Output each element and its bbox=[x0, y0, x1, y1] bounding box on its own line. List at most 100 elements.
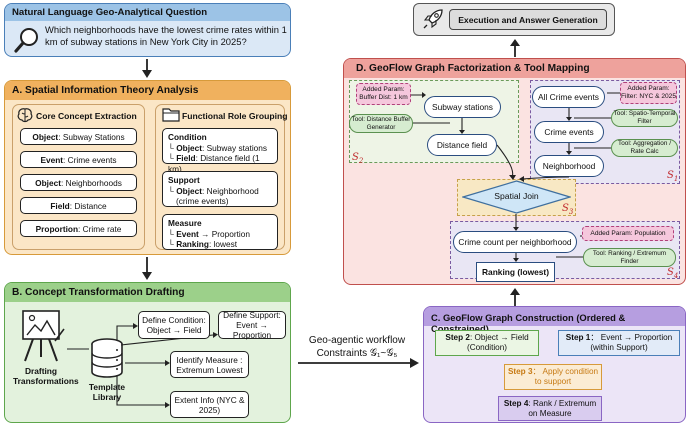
core-field-distance: Field: Distance bbox=[20, 197, 137, 214]
measure-key-2: Ranking bbox=[176, 239, 209, 249]
ranking-label: Ranking (lowest) bbox=[481, 267, 549, 277]
support-line-1: └ Object: Neighborhood bbox=[168, 186, 272, 197]
s1-label: S1 bbox=[667, 170, 678, 183]
folder-icon bbox=[162, 106, 180, 122]
branch-glyph: └ bbox=[168, 185, 174, 196]
step-3-value: ： Apply condition bbox=[532, 367, 599, 376]
panel-b-title: B. Concept Transformation Drafting bbox=[5, 283, 290, 302]
s4-tool-box: Tool: Ranking / Extremum Finder bbox=[583, 248, 676, 267]
condition-line-1: └ Object: Subway stations bbox=[168, 143, 272, 154]
s1-subscript: 1 bbox=[673, 175, 679, 183]
panel-d: D. GeoFlow Graph Factorization & Tool Ma… bbox=[343, 58, 686, 285]
core-value: : Subway Stations bbox=[58, 131, 125, 142]
core-object-neighborhoods: Object: Neighborhoods bbox=[20, 174, 137, 191]
step-2-box: Step 2: Object → Field (Condition) bbox=[435, 330, 539, 356]
condition-value-1: : Subway stations bbox=[202, 142, 268, 153]
panel-a-title: A. Spatial Information Theory Analysis bbox=[5, 81, 290, 100]
step-1-line-2: (within Support) bbox=[590, 343, 648, 352]
drafting-label: Drafting Transformations bbox=[13, 366, 79, 386]
condition-key-2: Field bbox=[176, 153, 196, 163]
s4-label: S4 bbox=[667, 267, 678, 280]
step-2-key: Step 2 bbox=[445, 333, 470, 342]
condition-line-2: └ Field: Distance field (1 km) bbox=[168, 153, 272, 174]
core-object-subway: Object: Subway Stations bbox=[20, 128, 137, 145]
magnifier-icon bbox=[14, 26, 40, 54]
support-value-1: : Neighborhood bbox=[202, 185, 259, 196]
workflow-label-1: Geo-agentic workflow bbox=[308, 335, 406, 346]
question-text: Which neighborhoods have the lowest crim… bbox=[45, 24, 287, 47]
step-2-line-1: Step 2: Object → Field bbox=[445, 333, 528, 343]
s2-tool-box: Tool: Distance Buffer Generator bbox=[349, 114, 413, 133]
rocket-icon bbox=[422, 8, 444, 30]
s2-param-box: Added Param: Buffer Dist: 1 km bbox=[356, 83, 411, 105]
left-column-arrows bbox=[142, 59, 152, 280]
core-value: : Crime events bbox=[63, 154, 117, 165]
step-1-line-1: Step 1： Event → Proportion bbox=[566, 333, 673, 343]
s4-letter: S bbox=[667, 267, 674, 278]
question-title: Natural Language Geo-Analytical Question bbox=[5, 4, 290, 21]
arrow-d-to-execution bbox=[510, 39, 520, 57]
define-support-box: Define Support: Event → Proportion bbox=[218, 310, 286, 340]
support-key-1: Object bbox=[176, 185, 203, 196]
panel-c: C. GeoFlow Graph Construction (Ordered &… bbox=[423, 306, 686, 423]
easel-icon bbox=[15, 307, 67, 363]
core-event-crime: Event: Crime events bbox=[20, 151, 137, 168]
support-head: Support bbox=[168, 175, 200, 185]
step-4-key: Step 4 bbox=[503, 398, 529, 408]
core-key: Event bbox=[40, 154, 64, 165]
extent-info-box: Extent Info (NYC & 2025) bbox=[170, 391, 249, 418]
s1-all-crime-events-node: All Crime events bbox=[532, 86, 605, 108]
step-1-key: Step 1 bbox=[565, 333, 591, 342]
execution-inner: Execution and Answer Generation bbox=[449, 9, 607, 30]
spatial-join-label: Spatial Join bbox=[494, 191, 539, 201]
step-1-value: ： Event → Proportion bbox=[590, 333, 673, 342]
library-label: Template Library bbox=[88, 382, 126, 402]
role-measure: Measure └ Event → Proportion └ Ranking: … bbox=[162, 214, 278, 250]
define-condition-box: Define Condition: Object → Field bbox=[138, 311, 210, 339]
measure-line-1: └ Event → Proportion bbox=[168, 229, 272, 240]
step-3-box: Step 3： Apply condition to support bbox=[504, 364, 602, 390]
core-concept-group bbox=[12, 104, 145, 250]
branch-glyph: └ bbox=[168, 228, 174, 239]
measure-key-1: Event bbox=[176, 228, 199, 239]
s1-tool-aggregation: Tool: Aggregation / Rate Calc bbox=[611, 139, 678, 157]
step-4-line-2: on Measure bbox=[528, 408, 572, 418]
s1-tool-spatiotemporal: Tool: Spatio-Temporal Filter bbox=[611, 109, 678, 127]
step-4-value: : Rank / Extremum bbox=[528, 398, 597, 408]
condition-value-2: : Distance field (1 km) bbox=[168, 153, 260, 174]
step-2-value: : Object → Field bbox=[469, 333, 529, 342]
step-3-line-2: to support bbox=[534, 377, 572, 386]
core-value: : Neighborhoods bbox=[60, 177, 122, 188]
identify-measure-box: Identify Measure : Extremum Lowest bbox=[170, 351, 249, 378]
core-proportion-crime-rate: Proportion: Crime rate bbox=[20, 220, 137, 237]
step-4-box: Step 4: Rank / Extremum on Measure bbox=[498, 396, 602, 421]
question-panel: Natural Language Geo-Analytical Question… bbox=[4, 3, 291, 57]
workflow-arrow bbox=[298, 358, 419, 368]
measure-head: Measure bbox=[168, 218, 202, 228]
panel-d-connectors bbox=[411, 92, 620, 262]
s4-param-box: Added Param: Population bbox=[582, 226, 674, 241]
spatial-join-diamond bbox=[462, 180, 571, 214]
branch-glyph: └ bbox=[168, 153, 174, 163]
core-key: Proportion bbox=[35, 223, 79, 234]
s4-subscript: 4 bbox=[673, 272, 679, 280]
core-value: : Distance bbox=[69, 200, 107, 211]
s1-letter: S bbox=[667, 170, 674, 181]
condition-head: Condition bbox=[168, 132, 207, 142]
s2-distance-field-node: Distance field bbox=[427, 134, 497, 156]
panel-b: B. Concept Transformation Drafting Draft… bbox=[4, 282, 291, 423]
panel-c-title: C. GeoFlow Graph Construction (Ordered &… bbox=[424, 307, 685, 334]
arrow-c-to-d bbox=[510, 288, 520, 306]
core-key: Object bbox=[32, 131, 59, 142]
database-icon bbox=[90, 338, 124, 378]
measure-value-1: → Proportion bbox=[198, 228, 250, 239]
step-3-line-1: Step 3： Apply condition bbox=[508, 367, 598, 377]
panel-a: A. Spatial Information Theory Analysis C… bbox=[4, 80, 291, 255]
core-key: Field bbox=[50, 200, 70, 211]
step-4-line-1: Step 4: Rank / Extremum bbox=[504, 399, 596, 409]
workflow-label-2: Constraints 𝒢₁~𝒢₅ bbox=[316, 348, 398, 359]
branch-glyph: └ bbox=[168, 239, 174, 249]
s2-subway-stations-node: Subway stations bbox=[424, 96, 501, 118]
panel-d-title: D. GeoFlow Graph Factorization & Tool Ma… bbox=[344, 59, 685, 78]
brain-icon bbox=[17, 108, 33, 123]
